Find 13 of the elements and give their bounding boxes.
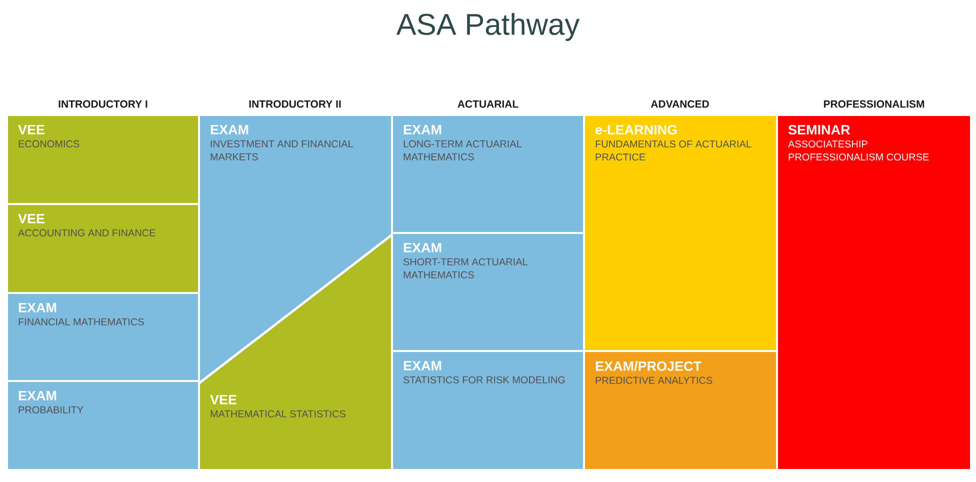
course-box: EXAM SHORT-TERM ACTUARIAL MATHEMATICS xyxy=(393,234,583,350)
course-box: EXAM PROBABILITY xyxy=(8,382,198,469)
course-box: SEMINAR ASSOCIATESHIP PROFESSIONALISM COURSE xyxy=(778,116,970,469)
title: ASA Pathway xyxy=(396,13,580,41)
course-box: VEE MATHEMATICAL STATISTICS xyxy=(200,237,391,469)
course-box: EXAM STATISTICS FOR RISK MODELING xyxy=(393,352,583,469)
course-box: EXAM LONG-TERM ACTUARIAL MATHEMATICS xyxy=(393,116,583,232)
course-box: EXAM/PROJECT PREDICTIVE ANALYTICS xyxy=(585,352,776,469)
course-box: VEE ACCOUNTING AND FINANCE xyxy=(8,205,198,292)
course-box: EXAM FINANCIAL MATHEMATICS xyxy=(8,294,198,380)
course-box: e-LEARNING FUNDAMENTALS OF ACTUARIAL PRACTICE xyxy=(585,116,776,350)
course-box: VEE ECONOMICS xyxy=(8,116,198,203)
course-box: EXAM INVESTMENT AND FINANCIAL MARKETS xyxy=(200,116,391,381)
